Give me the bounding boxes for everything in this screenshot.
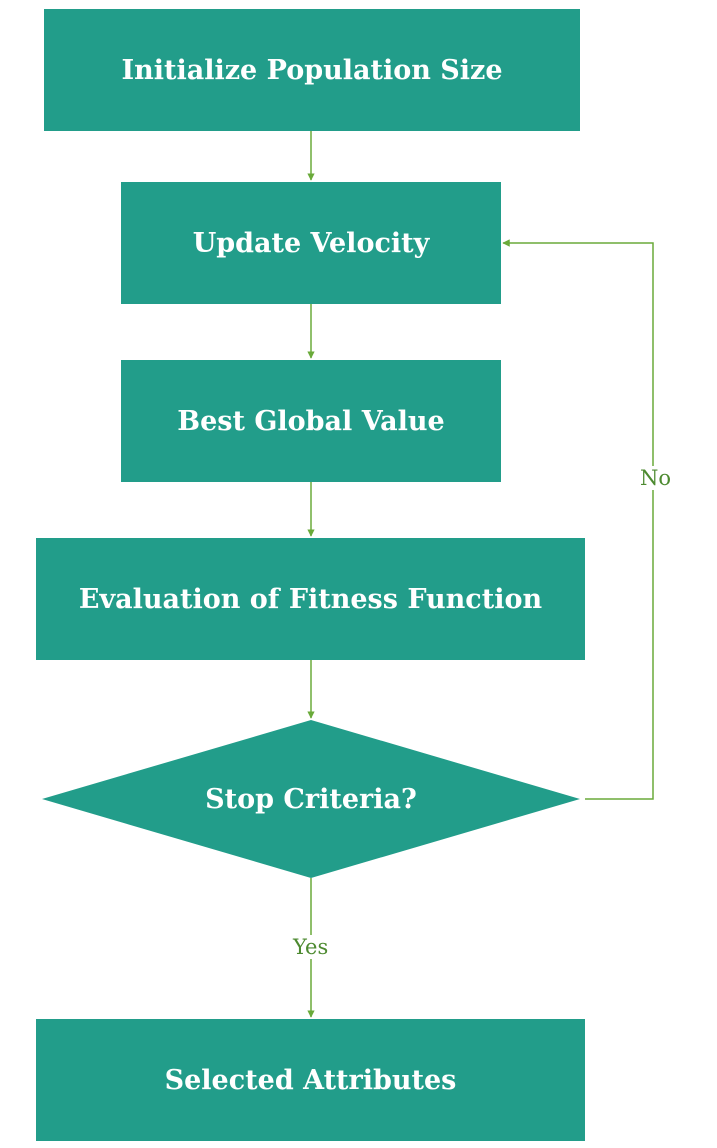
initialize-population-box: Initialize Population Size [44,9,580,131]
update-velocity-label: Update Velocity [192,227,430,259]
best-global-value-label: Best Global Value [177,405,445,437]
selected-attributes-box: Selected Attributes [36,1019,585,1141]
edge-label-no: No [637,466,675,490]
fitness-evaluation-label: Evaluation of Fitness Function [78,583,543,615]
selected-attributes-label: Selected Attributes [164,1064,457,1096]
stop-criteria-diamond [42,720,580,878]
update-velocity-box: Update Velocity [121,182,501,304]
stop-criteria-label: Stop Criteria? [205,783,417,815]
arrow-stop-no-loop [502,239,654,800]
initialize-population-label: Initialize Population Size [121,54,503,86]
edge-label-yes: Yes [290,935,332,959]
best-global-value-box: Best Global Value [121,360,501,482]
fitness-evaluation-box: Evaluation of Fitness Function [36,538,585,660]
